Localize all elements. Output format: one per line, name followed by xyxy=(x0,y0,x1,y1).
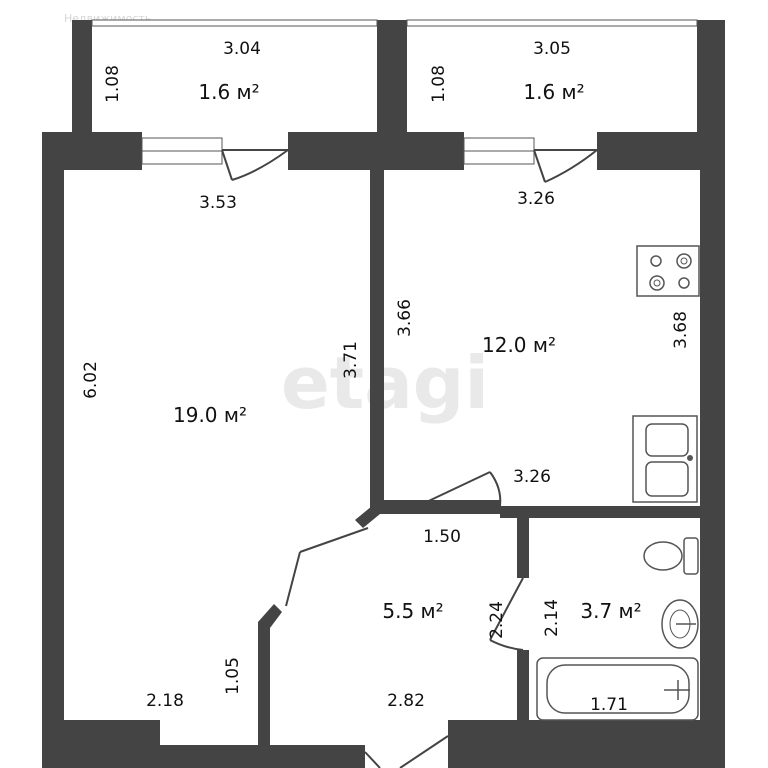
hallway-area: 5.5 м² xyxy=(382,599,443,623)
hallway-left-dim: 1.05 xyxy=(223,657,243,695)
kitchen-area: 12.0 м² xyxy=(482,333,556,357)
kitchen-right-dim: 3.68 xyxy=(671,311,691,349)
living-room-top-dim: 3.53 xyxy=(199,193,237,213)
sink-icon xyxy=(632,415,698,503)
bathroom-left-dim: 2.14 xyxy=(542,599,562,637)
balcony-right-area: 1.6 м² xyxy=(523,80,584,104)
outer-walls xyxy=(42,132,725,768)
hallway-top-dim: 1.50 xyxy=(423,527,461,547)
interior-doors xyxy=(285,471,524,768)
balcony-right-width: 3.05 xyxy=(533,39,571,59)
kitchen-bottom-dim: 3.26 xyxy=(513,467,551,487)
living-room-left-dim: 6.02 xyxy=(81,361,101,399)
balcony-right-depth: 1.08 xyxy=(429,65,449,103)
balcony-doors xyxy=(221,149,598,183)
balcony-left-area: 1.6 м² xyxy=(198,80,259,104)
interior-walls xyxy=(258,170,700,752)
hallway-right-dim: 2.24 xyxy=(487,601,507,639)
bathtub-icon xyxy=(536,657,699,721)
hallway-bottom-dim: 2.82 xyxy=(387,691,425,711)
living-room-bottom-dim: 2.18 xyxy=(146,691,184,711)
bathroom-bottom-dim: 1.71 xyxy=(590,695,628,715)
balcony-left-depth: 1.08 xyxy=(103,65,123,103)
watermark-logo: etagi xyxy=(281,341,489,425)
bathroom-area: 3.7 м² xyxy=(580,599,641,623)
kitchen-top-dim: 3.26 xyxy=(517,189,555,209)
stove-icon xyxy=(636,245,700,297)
balcony-walls xyxy=(72,19,725,132)
balcony-left-width: 3.04 xyxy=(223,39,261,59)
living-room-area: 19.0 м² xyxy=(173,403,247,427)
windows xyxy=(141,137,535,165)
kitchen-left-dim: 3.66 xyxy=(395,299,415,337)
toilet-icon xyxy=(643,537,699,575)
washbasin-icon xyxy=(661,599,699,649)
living-room-right-dim: 3.71 xyxy=(341,341,361,379)
